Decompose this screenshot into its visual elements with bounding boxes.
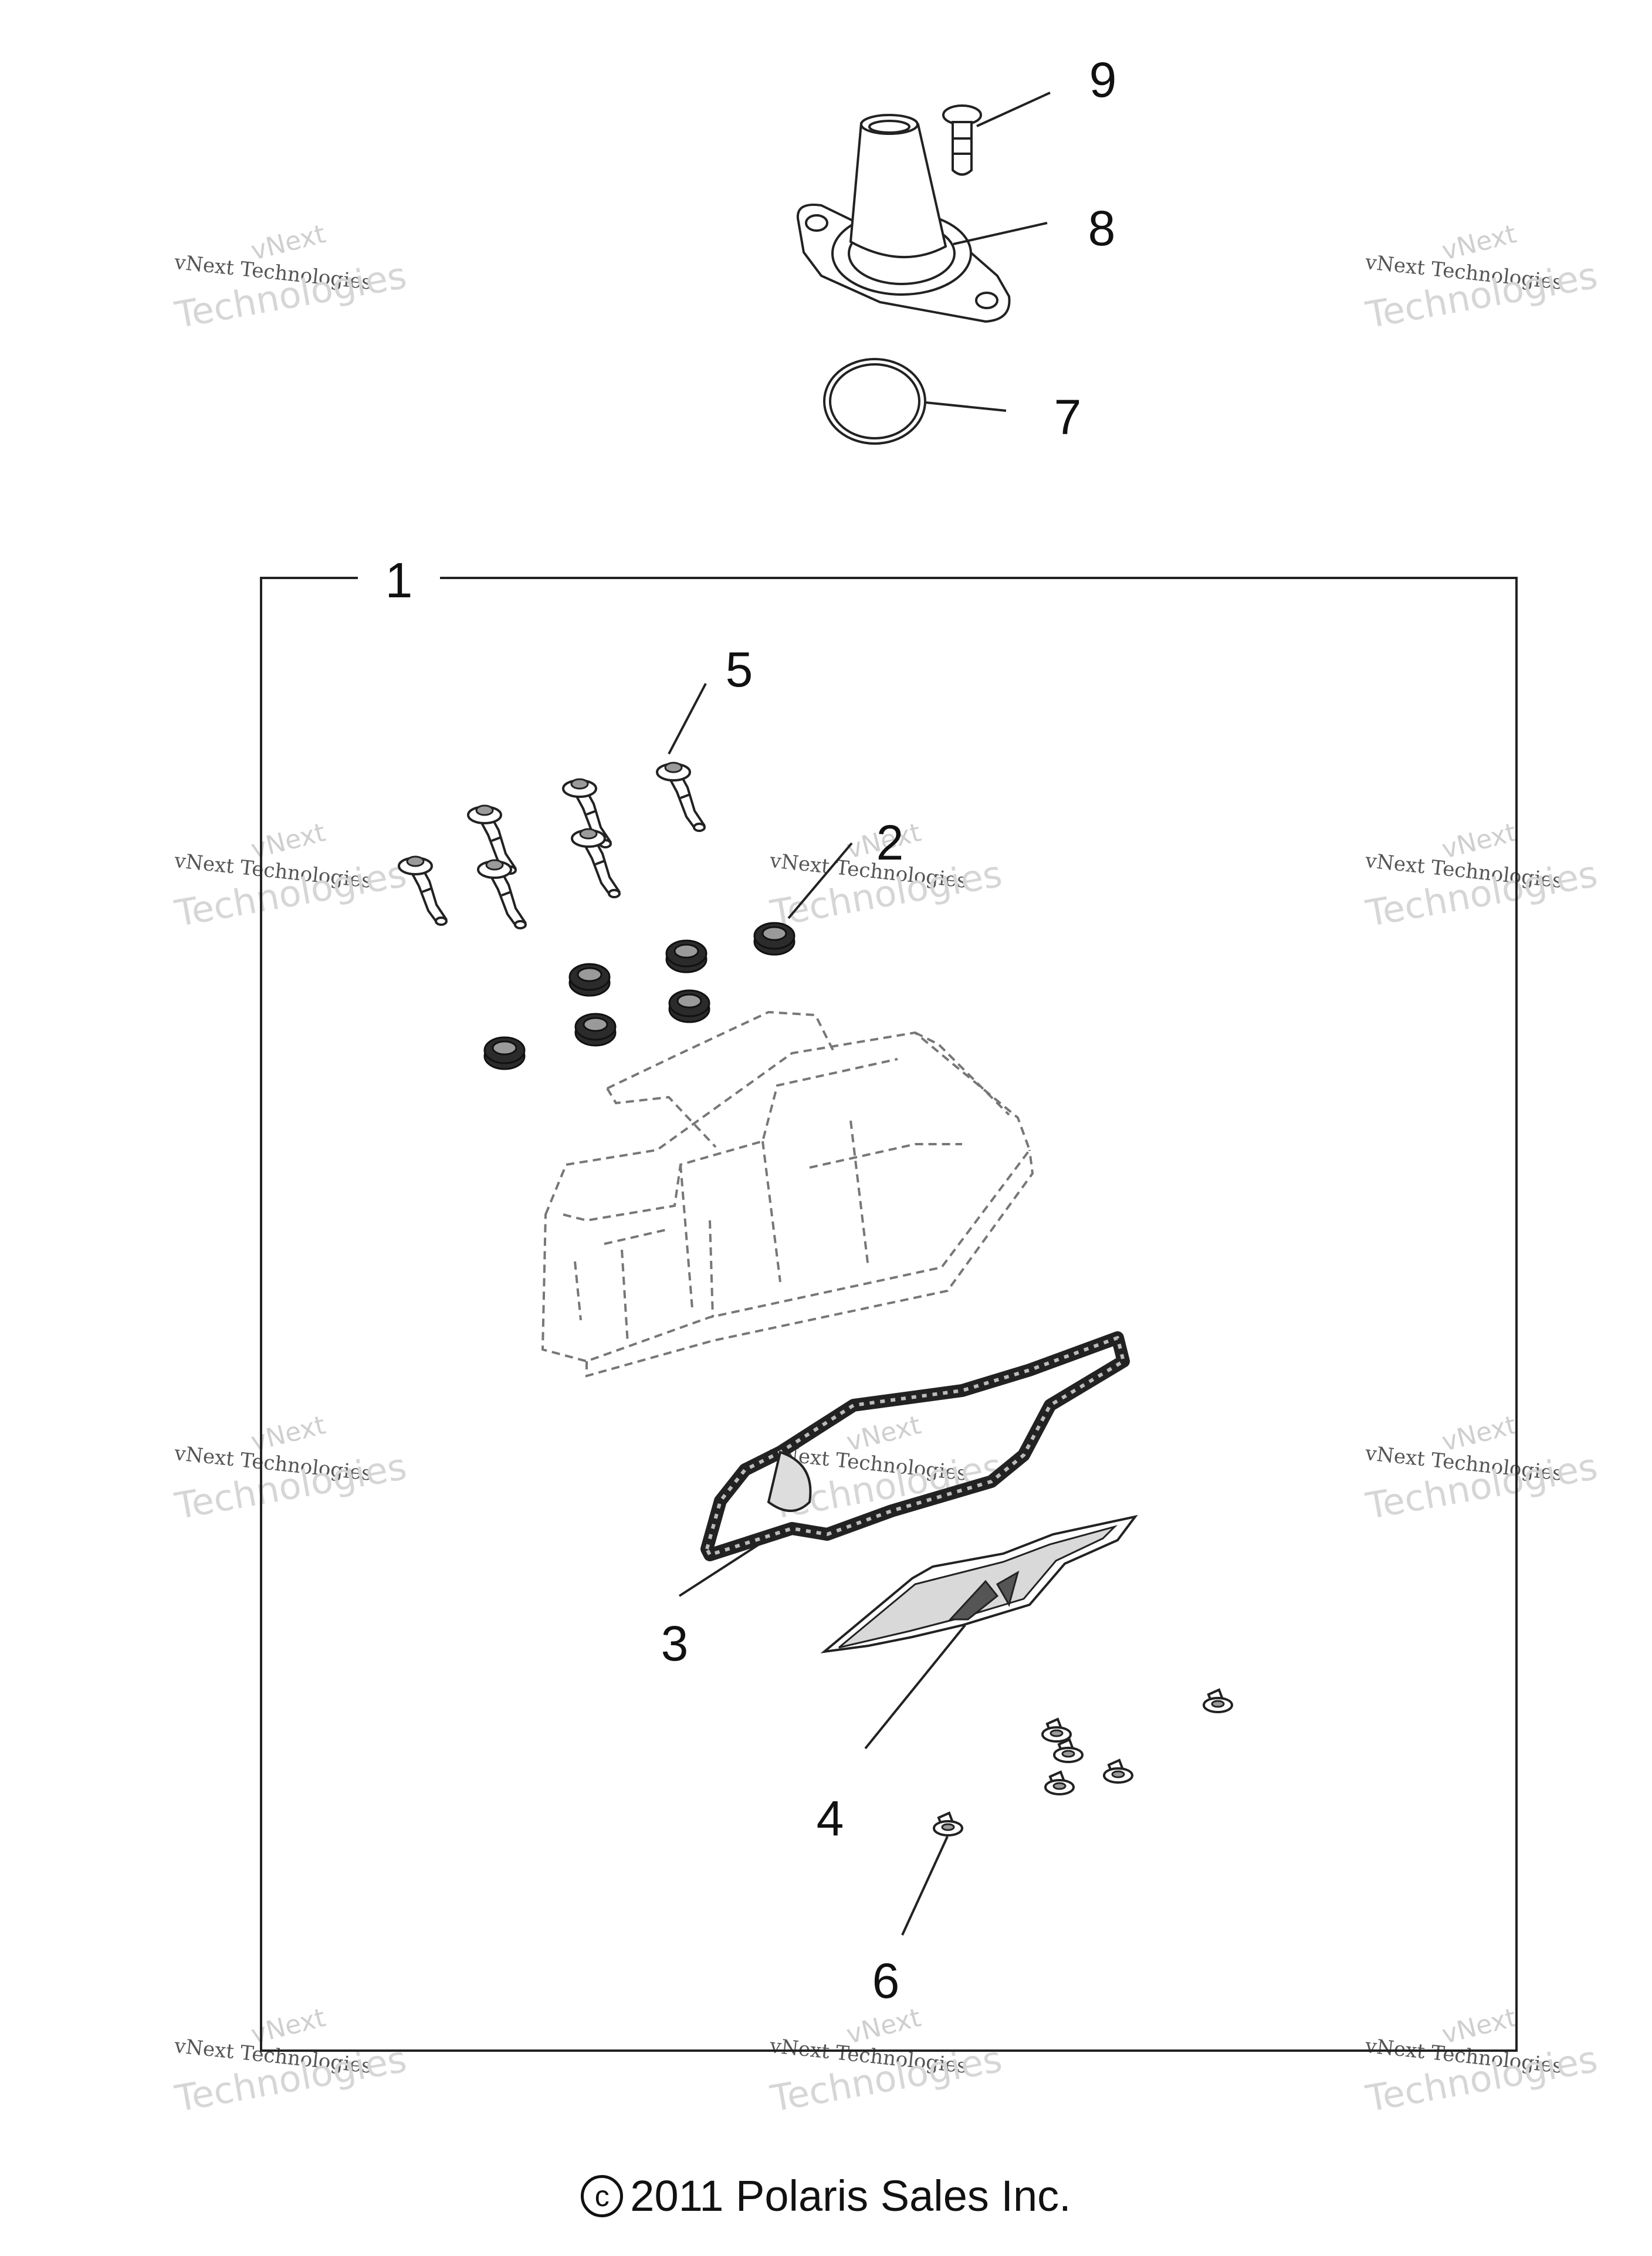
leader-5 — [668, 683, 707, 755]
fastener — [1203, 1688, 1233, 1713]
fasteners-part-6 — [933, 1688, 1233, 1836]
copyright-text: 2011 Polaris Sales Inc. — [630, 2172, 1071, 2220]
bolt — [477, 859, 527, 929]
callout-1: 1 — [385, 553, 413, 608]
bolt — [656, 762, 706, 832]
o-ring-part-7 — [823, 358, 1007, 445]
screw-part-9 — [942, 92, 1051, 176]
cover-gasket-part-3 — [678, 1331, 1130, 1597]
valve-cover-phantom — [541, 1010, 1034, 1378]
callout-2: 2 — [876, 815, 904, 870]
grommets-part-2 — [483, 922, 795, 1070]
bolts-part-5 — [398, 762, 706, 929]
callout-9: 9 — [1089, 52, 1117, 107]
assembly-frame — [260, 577, 1518, 2052]
callout-7: 7 — [1054, 390, 1082, 445]
fastener — [1044, 1770, 1075, 1795]
callout-4: 4 — [817, 1791, 844, 1846]
fastener — [1103, 1758, 1133, 1784]
grommet — [483, 1036, 526, 1070]
copyright-symbol: c — [581, 2175, 624, 2217]
callout-3: 3 — [661, 1616, 689, 1671]
leader-6 — [901, 1836, 949, 1936]
fastener — [933, 1811, 963, 1836]
grommet — [665, 939, 707, 973]
leader-2 — [787, 842, 853, 919]
outlet-housing-part-8 — [796, 114, 1048, 323]
callout-5: 5 — [726, 642, 753, 697]
callout-8: 8 — [1088, 201, 1116, 256]
grommet — [574, 1013, 617, 1047]
bolt — [571, 828, 621, 898]
bolt — [467, 804, 517, 875]
fastener — [1041, 1717, 1072, 1743]
callout-6: 6 — [872, 1953, 900, 2008]
inner-gasket-part-4 — [820, 1514, 1138, 1750]
bolt — [398, 855, 448, 926]
grommet — [753, 922, 795, 956]
grommet — [568, 963, 611, 997]
grommet — [668, 989, 710, 1023]
fastener — [1053, 1738, 1084, 1763]
